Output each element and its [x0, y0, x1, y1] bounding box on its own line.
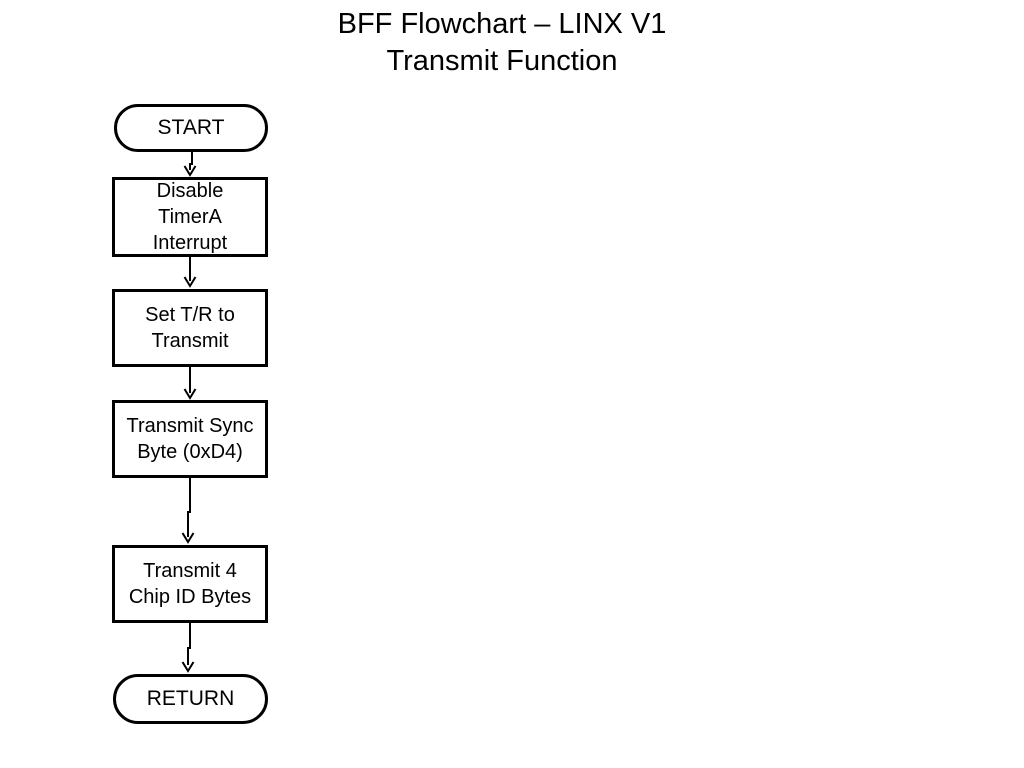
node-line: Interrupt [152, 232, 228, 254]
node-line: Chip ID Bytes [128, 586, 252, 608]
slide-title: BFF Flowchart – LINX V1 Transmit Functio… [0, 6, 1004, 80]
node-line: Transmit [151, 330, 229, 352]
node-line: Byte (0xD4) [137, 441, 243, 463]
connector-disable-to-settr [183, 257, 197, 288]
node-line: Set T/R to [145, 304, 235, 326]
flowchart-node-return: RETURN [113, 674, 268, 724]
connector-chipid-to-return [181, 623, 195, 673]
node-label-return: RETURN [146, 687, 235, 710]
flowchart-node-set-tr-to-transmit: Set T/R to Transmit [112, 289, 268, 367]
slide-title-line1: BFF Flowchart – LINX V1 [337, 8, 667, 40]
flowchart-node-disable-timera-interrupt: Disable TimerA Interrupt [112, 177, 268, 257]
node-line: Disable [156, 180, 224, 202]
flowchart-node-start: START [114, 104, 268, 152]
node-label-start: START [157, 116, 225, 139]
flowchart-node-transmit-4-chip-id-bytes: Transmit 4 Chip ID Bytes [112, 545, 268, 623]
connector-settr-to-sync [183, 367, 197, 400]
node-line: Transmit 4 [143, 560, 237, 582]
connector-sync-to-chipid [181, 478, 195, 544]
connector-start-to-disable [183, 152, 197, 177]
slide-title-line2: Transmit Function [386, 45, 618, 77]
node-line: TimerA [158, 206, 222, 228]
flowchart-node-transmit-sync-byte: Transmit Sync Byte (0xD4) [112, 400, 268, 478]
node-line: Transmit Sync [126, 415, 254, 437]
